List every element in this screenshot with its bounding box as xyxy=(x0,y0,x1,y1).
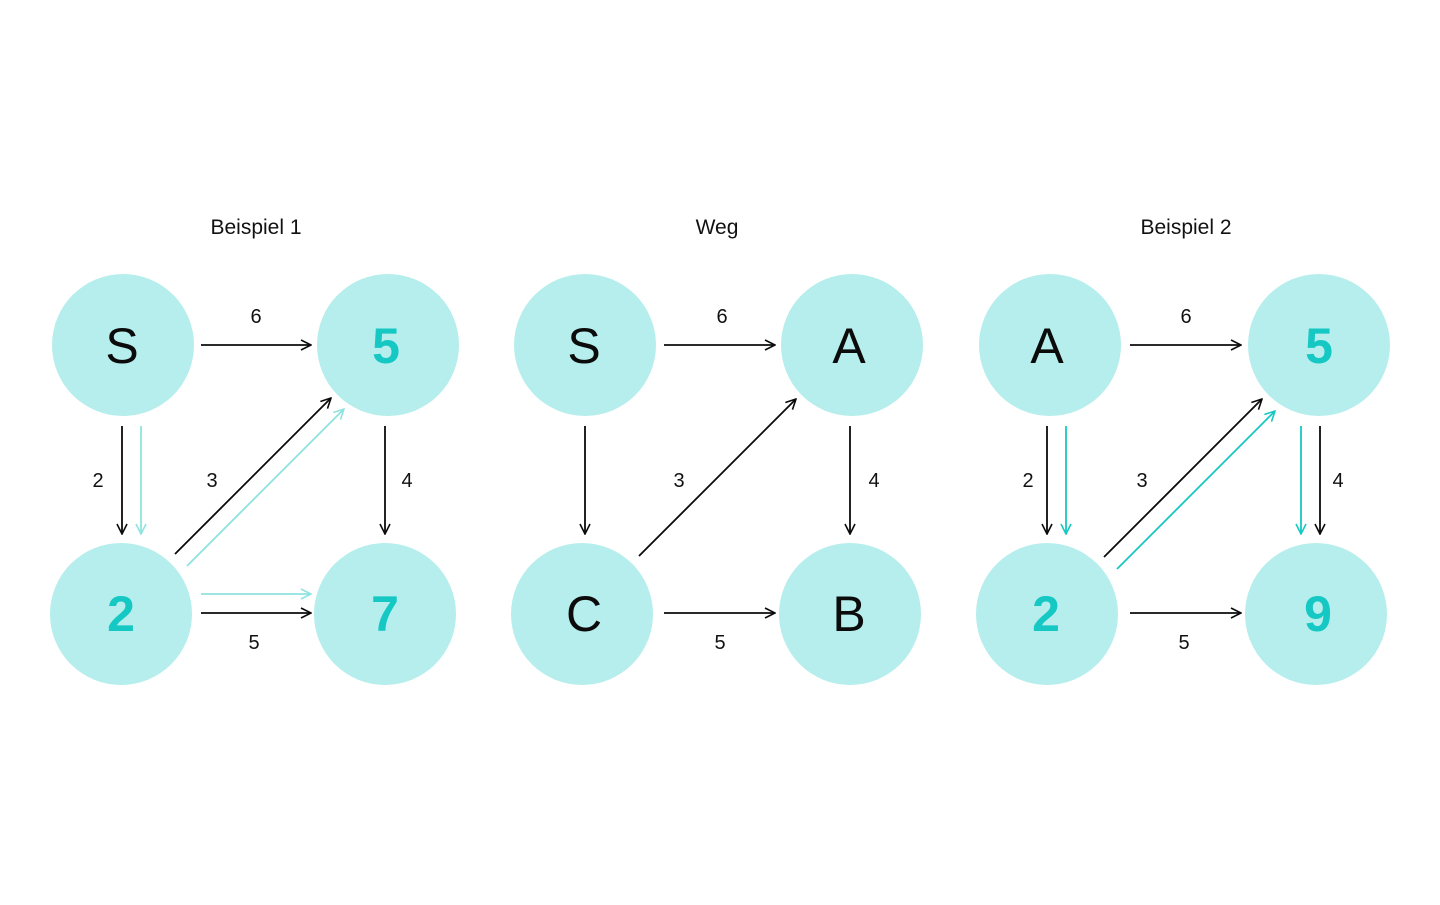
node-label: C xyxy=(566,586,602,642)
graph-node-tr xyxy=(781,274,923,416)
panel-weg: Weg 6 3 4 5 S A C xyxy=(511,216,923,685)
graph-node-s xyxy=(514,274,656,416)
graph-node-bl xyxy=(511,543,653,685)
graph-node-tr xyxy=(1248,274,1390,416)
graph-node-br xyxy=(314,543,456,685)
node-label: S xyxy=(105,318,138,374)
edge-group xyxy=(122,345,385,613)
edge-weight-label: 5 xyxy=(714,632,725,654)
edge-weight-label: 6 xyxy=(250,306,261,328)
edge-weight-label: 3 xyxy=(673,470,684,492)
edge-weight-label: 4 xyxy=(1332,470,1343,492)
edge-weight-label: 3 xyxy=(206,470,217,492)
edge-weight-label: 5 xyxy=(1178,632,1189,654)
panel-beispiel-2: Beispiel 2 6 2 3 4 5 xyxy=(976,216,1390,685)
node-label: 2 xyxy=(1032,586,1060,642)
node-group: S A C B xyxy=(511,274,923,685)
edge-weight-label: 4 xyxy=(868,470,879,492)
edge-weight-label: 2 xyxy=(1022,470,1033,492)
graph-node-tr xyxy=(317,274,459,416)
edge-weight-label: 2 xyxy=(92,470,103,492)
node-label: A xyxy=(832,318,866,374)
node-label: 5 xyxy=(372,318,400,374)
panel-title: Beispiel 1 xyxy=(210,216,301,239)
edge-bl-to-tr xyxy=(1103,399,1262,558)
graph-node-s xyxy=(52,274,194,416)
edge-weight-label: 6 xyxy=(716,306,727,328)
node-label: 9 xyxy=(1304,586,1332,642)
panel-title: Beispiel 2 xyxy=(1140,216,1231,239)
graph-node-br xyxy=(779,543,921,685)
node-label: B xyxy=(832,586,865,642)
panel-beispiel-1: Beispiel 1 6 2 3 4 5 xyxy=(50,216,459,685)
edge-group xyxy=(585,345,850,613)
graph-node-s xyxy=(979,274,1121,416)
edge-weight-label: 5 xyxy=(248,632,259,654)
edge-bl-to-tr xyxy=(638,399,796,557)
edge-weight-label: 6 xyxy=(1180,306,1191,328)
graph-node-br xyxy=(1245,543,1387,685)
edge-weight-label: 3 xyxy=(1136,470,1147,492)
edge-bl-to-tr xyxy=(174,398,331,555)
node-group: A 5 2 9 xyxy=(976,274,1390,685)
node-label: 2 xyxy=(107,586,135,642)
highlight-bl-to-tr xyxy=(186,409,344,567)
node-label: S xyxy=(567,318,600,374)
weight-group: 6 3 4 5 xyxy=(673,306,879,654)
graph-node-bl xyxy=(976,543,1118,685)
node-label: A xyxy=(1030,318,1064,374)
weight-group: 6 2 3 4 5 xyxy=(92,306,412,654)
panel-title: Weg xyxy=(696,216,739,239)
highlight-bl-to-tr xyxy=(1116,411,1275,570)
edge-group xyxy=(1047,345,1320,613)
edge-weight-label: 4 xyxy=(401,470,412,492)
weight-group: 6 2 3 4 5 xyxy=(1022,306,1343,654)
node-group: S 5 2 7 xyxy=(50,274,459,685)
graph-node-bl xyxy=(50,543,192,685)
node-label: 5 xyxy=(1305,318,1333,374)
node-label: 7 xyxy=(371,586,399,642)
